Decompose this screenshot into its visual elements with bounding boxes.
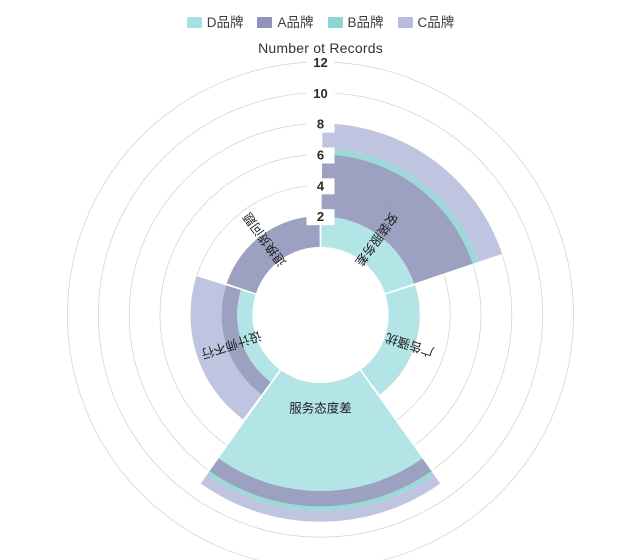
- radial-tick-labels: 2 4 6 8 10 12: [306, 55, 335, 226]
- radial-tick-12: 12: [313, 55, 327, 70]
- tick-label-backdrop: [306, 85, 335, 102]
- radial-tick-8: 8: [317, 117, 324, 132]
- wedge-安装服务差-D品牌[interactable]: [321, 216, 415, 294]
- legend-label-b-brand: B品牌: [347, 15, 384, 30]
- sector-wedges: [190, 123, 502, 522]
- wedge-服务态度差-B品牌[interactable]: [206, 470, 435, 511]
- wedge-设计师不行-A品牌[interactable]: [221, 285, 271, 395]
- wedge-安装服务差-A品牌[interactable]: [321, 154, 473, 284]
- wedge-退换货问题-A品牌[interactable]: [226, 216, 320, 294]
- legend-item-0[interactable]: D品牌: [186, 15, 244, 30]
- sector-separator: [226, 283, 257, 295]
- category-label-服务态度差: 服务态度差: [289, 401, 352, 416]
- wedge-服务态度差-C品牌[interactable]: [200, 474, 441, 522]
- tick-label-backdrop: [306, 178, 335, 195]
- legend-label-a-brand: A品牌: [277, 15, 314, 30]
- legend-swatch-a-brand: [257, 17, 273, 29]
- chart-title: Number ot Records: [258, 40, 383, 56]
- legend-item-2[interactable]: B品牌: [327, 15, 384, 30]
- wedge-设计师不行-C品牌[interactable]: [190, 276, 262, 420]
- tick-label-backdrop: [306, 55, 335, 71]
- wedge-服务态度差-A品牌[interactable]: [209, 458, 432, 507]
- legend-swatch-d-brand: [186, 17, 202, 29]
- sector-separator: [384, 283, 415, 295]
- tick-label-backdrop: [306, 209, 335, 226]
- radial-tick-2: 2: [317, 209, 324, 224]
- tick-label-backdrop: [306, 147, 335, 164]
- legend-swatch-b-brand: [327, 17, 343, 29]
- radial-tick-6: 6: [317, 148, 324, 163]
- wedge-设计师不行-D品牌[interactable]: [237, 290, 280, 382]
- legend-swatch-c-brand: [397, 17, 413, 29]
- radial-tick-10: 10: [313, 86, 327, 101]
- chart-legend: D品牌 A品牌 B品牌 C品牌: [0, 16, 641, 30]
- wedge-安装服务差-B品牌[interactable]: [322, 148, 479, 264]
- sector-separator: [243, 369, 282, 421]
- wedge-服务态度差-D品牌[interactable]: [218, 370, 423, 491]
- chart-center-hole: [252, 247, 389, 383]
- tick-label-backdrop: [306, 116, 335, 133]
- sector-separators: [196, 123, 503, 483]
- radial-tick-4: 4: [317, 178, 325, 193]
- legend-item-1[interactable]: A品牌: [257, 15, 314, 30]
- wedge-安装服务差-C品牌[interactable]: [322, 123, 502, 262]
- legend-item-3[interactable]: C品牌: [397, 15, 455, 30]
- legend-label-d-brand: D品牌: [206, 15, 244, 30]
- sector-separator: [359, 369, 443, 483]
- legend-label-c-brand: C品牌: [417, 15, 455, 30]
- wedge-广告骚扰-D品牌[interactable]: [361, 285, 420, 395]
